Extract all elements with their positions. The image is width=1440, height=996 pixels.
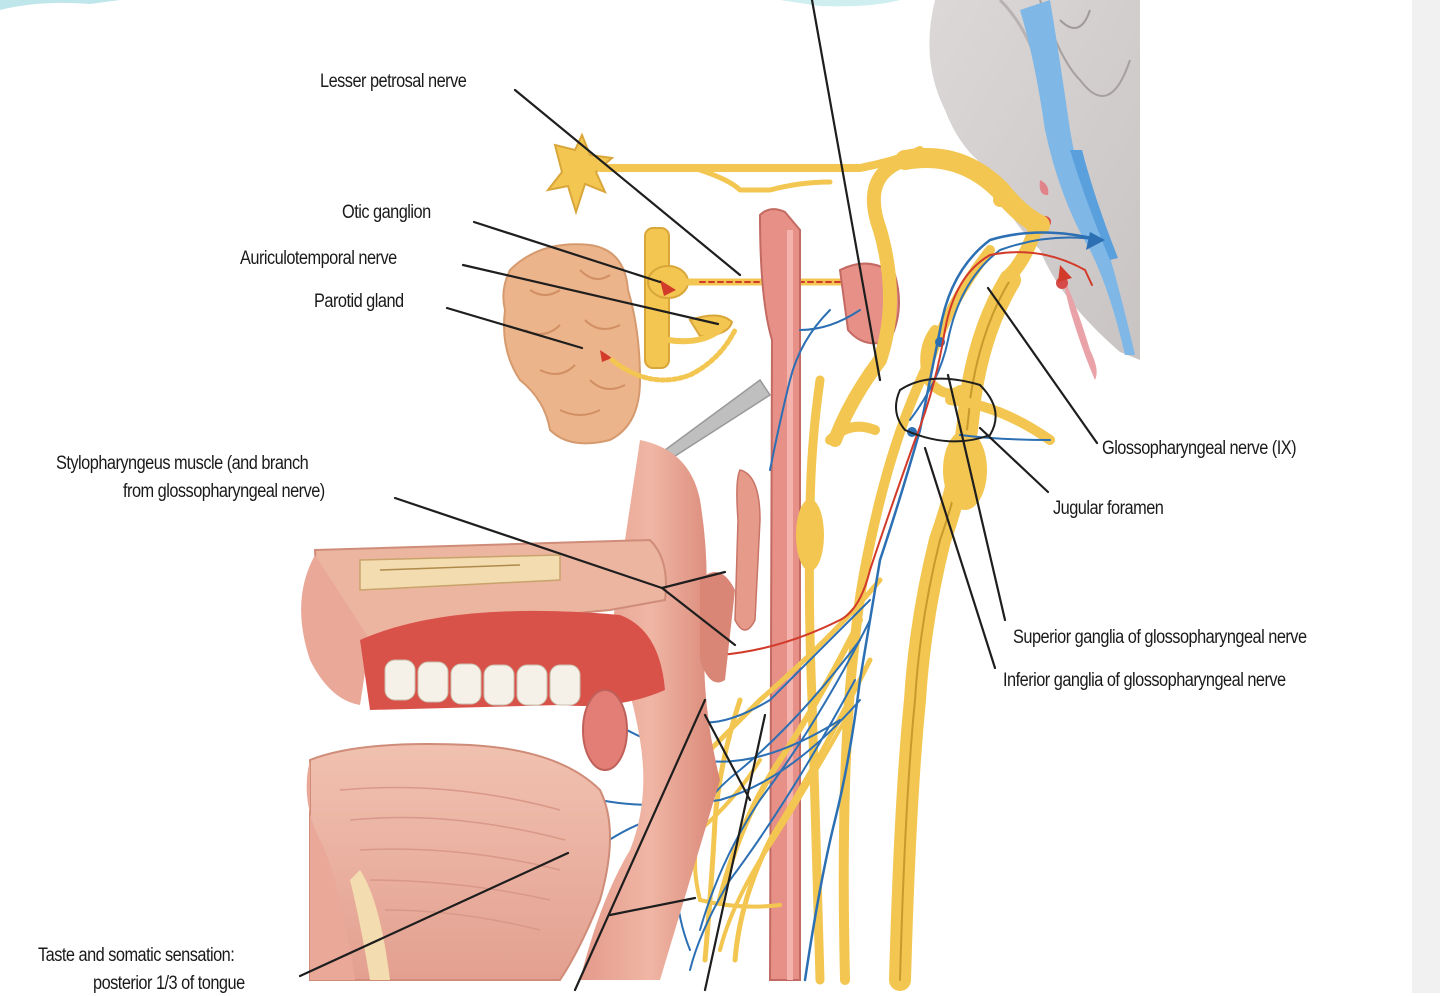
label-taste-line2: posterior 1/3 of tongue <box>93 973 245 994</box>
leader-bottom-1 <box>573 698 707 992</box>
leader-lesser-petrosal <box>513 88 742 277</box>
label-glossopharyngeal-nerve: Glossopharyngeal nerve (IX) <box>1102 438 1297 459</box>
leader-otic-ganglion <box>472 220 662 284</box>
label-stylopharyngeus-line1: Stylopharyngeus muscle (and branch <box>56 453 309 474</box>
leader-top <box>810 0 882 382</box>
leader-parotid <box>445 306 584 350</box>
label-inferior-ganglia: Inferior ganglia of glossopharyngeal ner… <box>1003 670 1286 691</box>
skull-base <box>929 0 1140 380</box>
leader-taste <box>298 851 570 978</box>
top-edge-smudge-right <box>780 0 900 7</box>
top-edge-smudge <box>0 0 120 10</box>
otic-ganglion-complex <box>609 227 854 383</box>
leader-bottom-4 <box>703 713 752 802</box>
leader-jugular-foramen <box>978 426 1050 494</box>
upper-ganglion <box>545 132 924 216</box>
leader-bottom-2 <box>703 713 767 992</box>
label-lesser-petrosal-nerve: Lesser petrosal nerve <box>320 71 467 92</box>
label-taste-line1: Taste and somatic sensation: <box>38 945 235 966</box>
leader-auriculotemporal <box>461 263 720 326</box>
label-auriculotemporal-nerve: Auriculotemporal nerve <box>240 248 397 269</box>
page-edge-strip <box>1412 0 1440 993</box>
leader-glossopharyngeal <box>986 286 1099 445</box>
label-otic-ganglion: Otic ganglion <box>342 202 431 223</box>
label-superior-ganglia: Superior ganglia of glossopharyngeal ner… <box>1013 627 1307 648</box>
label-stylopharyngeus-line2: from glossopharyngeal nerve) <box>123 481 325 502</box>
leader-stylopharyngeus-2 <box>660 586 737 647</box>
motor-fibers <box>719 232 1105 656</box>
internal-jugular-vein <box>1020 0 1135 355</box>
leader-lines <box>298 0 1099 992</box>
leader-superior-ganglia <box>946 373 1007 622</box>
jugular-foramen-ring <box>895 377 997 443</box>
label-parotid-gland: Parotid gland <box>314 291 404 312</box>
leader-inferior-ganglia <box>923 446 997 670</box>
oral-pharyngeal-region <box>301 440 761 981</box>
upper-teeth <box>384 659 581 706</box>
styloid-process <box>663 378 772 459</box>
label-jugular-foramen: Jugular foramen <box>1053 498 1164 519</box>
leader-bottom-3 <box>608 896 697 917</box>
